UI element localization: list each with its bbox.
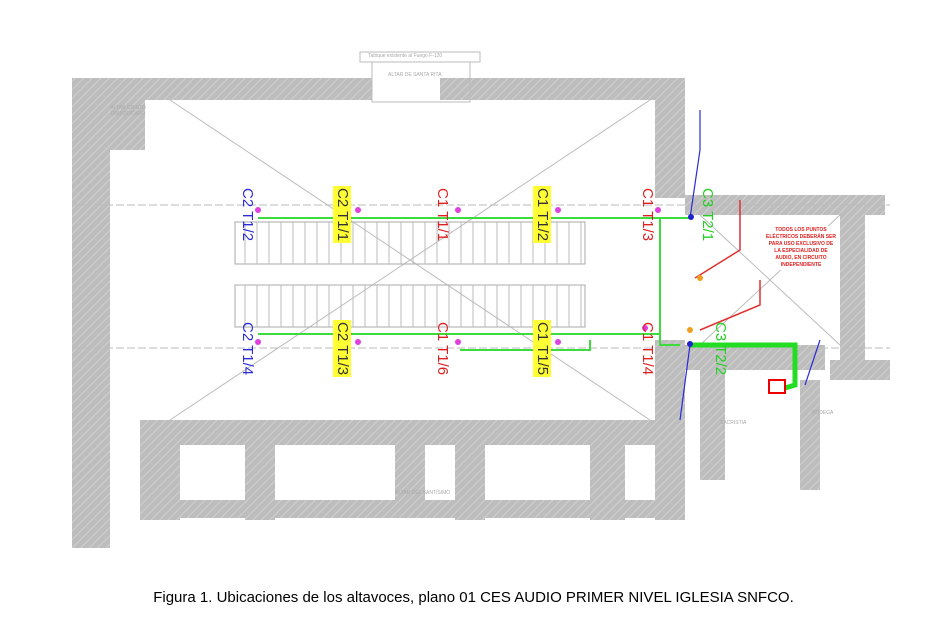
speaker-label-c1-t1-5: C1 T1/5 [533,320,551,378]
blue-annotation-leaders [679,110,821,421]
speaker-label-c2-t1-2: C2 T1/2 [239,188,256,242]
green-cable-route [258,217,690,351]
figure-caption: Figura 1. Ubicaciones de los altavoces, … [153,589,794,606]
altar-cristo-label: ALTAR CRISTO CRUCIFICADO [110,105,146,117]
speaker-label-c1-t1-2: C1 T1/2 [533,186,551,244]
speaker-label-c1-t1-1: C1 T1/1 [434,188,451,242]
pews [234,221,586,328]
audio-rack [768,379,786,394]
main-green-cable [690,342,798,391]
grid-lines [72,51,890,421]
speaker-label-c1-t1-6: C1 T1/6 [434,322,451,376]
altar-santa-rita-label: ALTAR DE SANTA RITA [388,72,442,78]
altar-santisimo-label: ALTAR DEL SANTÍSIMO [395,490,451,496]
speaker-label-c3-t2-1: C3 T2/1 [699,188,716,242]
tabique-label: Tabique existente al Fuego F-120 [368,53,443,59]
speaker-label-c1-t1-4: C1 T1/4 [639,322,656,376]
red-cable-route [694,200,761,331]
sacristia-label: SACRISTIA [720,420,747,426]
speaker-label-c2-t1-1: C2 T1/1 [333,186,351,244]
floor-plan [72,51,890,548]
bodega-label: BODEGA [812,410,834,416]
walls [72,78,890,548]
speaker-label-c1-t1-3: C1 T1/3 [639,188,656,242]
speaker-label-c2-t1-3: C2 T1/3 [333,320,351,378]
speaker-label-c3-t2-2: C3 T2/2 [712,322,729,376]
electrical-note: TODOS LOS PUNTOS ELÉCTRICOS DEBERÁN SER … [764,226,838,270]
speaker-markers [255,207,661,345]
speaker-label-c2-t1-4: C2 T1/4 [239,322,256,376]
